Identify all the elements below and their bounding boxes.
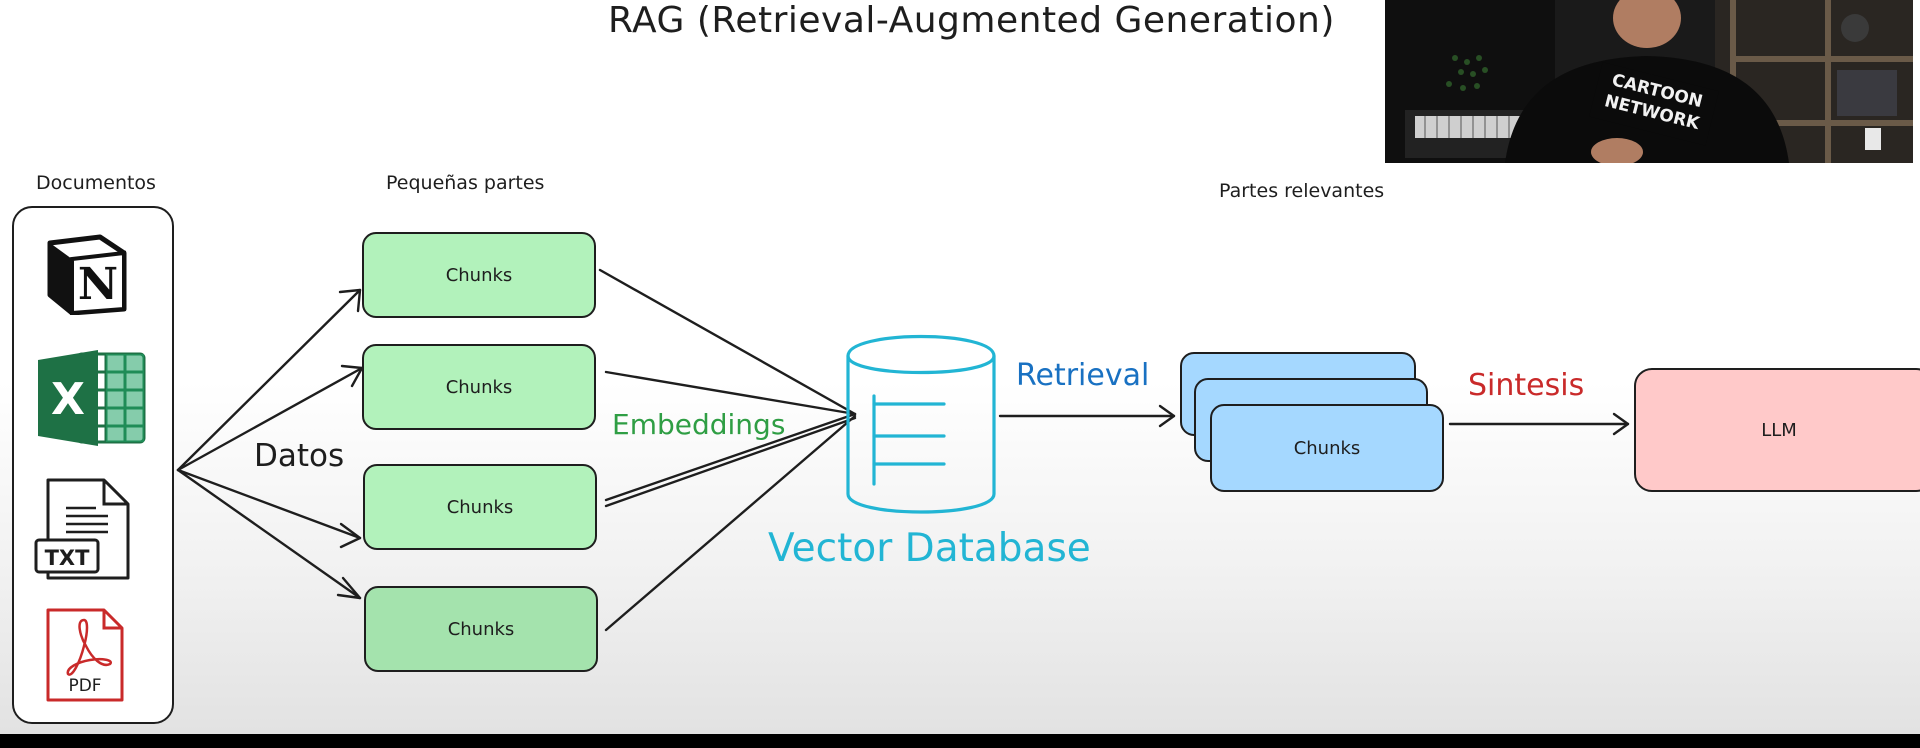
relevant-chunk-front: Chunks [1210,404,1444,492]
chunk-box-2: Chunks [362,344,596,430]
diagram-title: RAG (Retrieval-Augmented Generation) [608,0,1335,41]
documentos-label: Documentos [36,172,156,194]
arrow-datos-chunk-4 [176,468,362,600]
notion-letter: N [78,259,118,310]
arrow-datos-chunk-2 [176,366,364,472]
pdf-label: PDF [68,676,101,696]
vector-database-icon [846,334,996,514]
pequenas-partes-label: Pequeñas partes [386,172,545,194]
bottom-bar [0,734,1920,748]
llm-label: LLM [1761,419,1797,441]
chunk-box-1-label: Chunks [445,264,513,286]
txt-label: TXT [45,546,91,570]
pdf-file-icon: PDF [44,606,126,704]
excel-letter: X [51,374,85,425]
line-chunk-2-db [604,370,857,416]
webcam-scene: CARTOON NETWORK [1385,0,1913,163]
line-chunk-1-db [598,268,857,416]
llm-box: LLM [1634,368,1920,492]
line-chunk-3b-db [604,416,857,508]
vector-database-label: Vector Database [768,526,1091,571]
retrieval-label: Retrieval [1016,358,1150,393]
chunk-box-2-label: Chunks [445,376,513,398]
excel-icon: X [38,346,150,450]
txt-file-icon: TXT [34,476,132,584]
chunk-box-4: Chunks [364,586,598,672]
line-chunk-4-db [604,414,857,632]
arrow-datos-chunk-1 [176,288,362,472]
chunk-box-1: Chunks [362,232,596,318]
datos-label: Datos [254,438,345,474]
chunk-box-4-label: Chunks [447,618,515,640]
arrow-datos-chunk-3 [176,468,362,540]
line-chunk-3-db [604,412,857,502]
embeddings-label: Embeddings [612,408,786,441]
webcam-overlay: CARTOON NETWORK [1385,0,1913,163]
chunk-box-3-label: Chunks [446,496,514,518]
chunk-box-3: Chunks [363,464,597,550]
notion-icon: N [44,233,130,316]
sintesis-label: Sintesis [1468,368,1585,403]
relevant-chunk-label: Chunks [1293,437,1361,459]
partes-relevantes-label: Partes relevantes [1219,180,1385,202]
